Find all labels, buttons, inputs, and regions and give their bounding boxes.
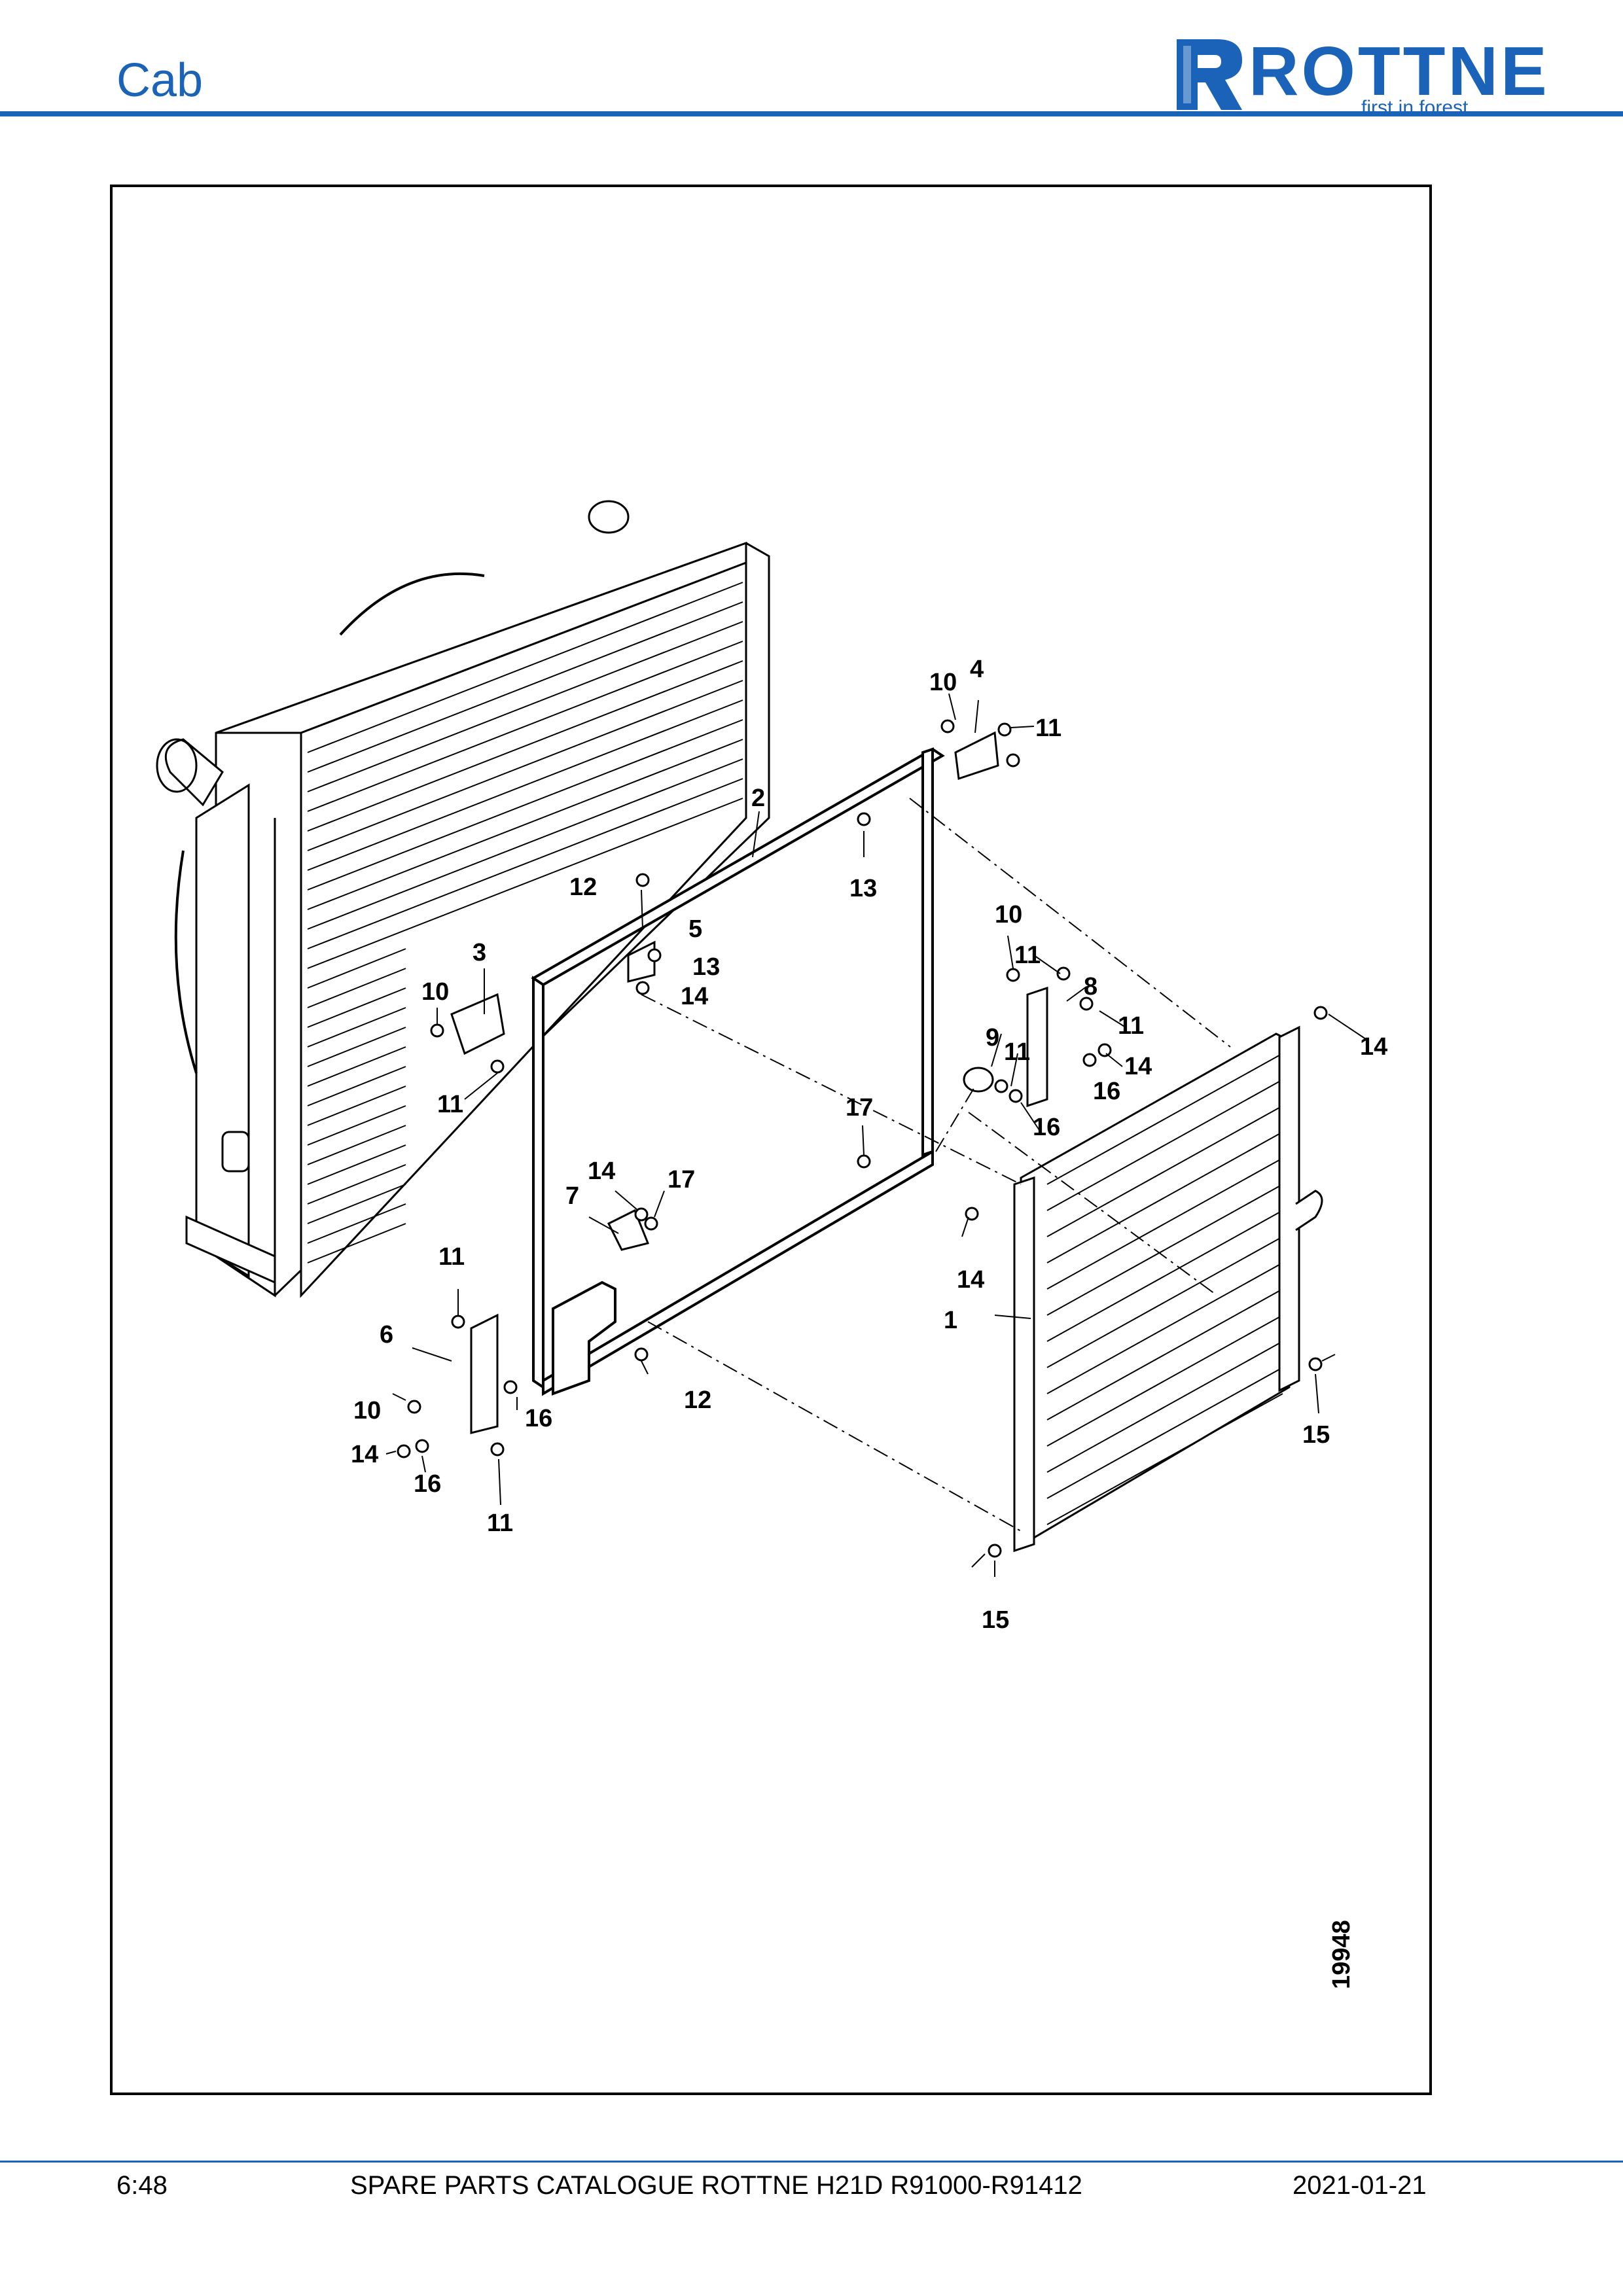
page-title: Cab (116, 54, 204, 107)
alignment-lines (641, 798, 1231, 1532)
callout-11: 11 (1035, 715, 1061, 742)
callout-3: 3 (473, 939, 486, 966)
callout-10: 10 (995, 901, 1022, 928)
callout-6: 6 (380, 1321, 393, 1349)
callout-14: 14 (1124, 1053, 1152, 1080)
callout-11: 11 (437, 1091, 463, 1118)
header-divider (0, 111, 1623, 116)
callout-17: 17 (668, 1166, 695, 1193)
brackets-and-fasteners (397, 719, 1328, 1558)
callout-14: 14 (1360, 1033, 1387, 1061)
callout-15: 15 (1302, 1421, 1330, 1449)
callout-5: 5 (688, 915, 702, 943)
logo-wordmark: ROTTNE (1249, 33, 1550, 110)
callout-16: 16 (414, 1470, 441, 1498)
callout-labels: 10 4 11 2 12 13 10 5 13 14 3 10 11 11 8 … (351, 656, 1387, 1634)
callout-11: 11 (1118, 1012, 1144, 1040)
footer-divider (0, 2161, 1623, 2163)
diagram-frame (110, 185, 1432, 2095)
callout-12: 12 (569, 874, 597, 901)
callout-11: 11 (438, 1243, 465, 1271)
callout-16: 16 (1093, 1078, 1120, 1105)
callout-13: 13 (692, 953, 720, 981)
rottne-r-mark-icon (1177, 39, 1242, 110)
callout-13: 13 (849, 875, 877, 902)
callout-11: 11 (1004, 1038, 1030, 1066)
radiator-fins (307, 582, 743, 1263)
callout-4: 4 (970, 656, 984, 683)
callout-16: 16 (1033, 1114, 1060, 1141)
callout-leader-lines (385, 693, 1368, 1577)
catalogue-date: 2021-01-21 (1293, 2171, 1427, 2200)
callout-10: 10 (353, 1397, 381, 1424)
callout-9: 9 (986, 1024, 999, 1051)
callout-12: 12 (684, 1386, 711, 1414)
condenser-fins (1046, 1053, 1283, 1525)
callout-14: 14 (957, 1266, 984, 1294)
callout-16: 16 (525, 1405, 552, 1432)
callout-7: 7 (565, 1182, 579, 1210)
condenser-part-1 (1013, 1025, 1323, 1553)
catalogue-title: SPARE PARTS CATALOGUE ROTTNE H21D R91000… (350, 2171, 1082, 2200)
mounting-frame-part-2 (531, 747, 945, 1396)
callout-11: 11 (487, 1510, 513, 1537)
radiator-assembly (156, 500, 770, 1298)
callout-1: 1 (944, 1307, 957, 1334)
callout-10: 10 (929, 669, 957, 696)
page-number: 6:48 (116, 2171, 168, 2200)
callout-15: 15 (982, 1606, 1009, 1634)
callout-10: 10 (421, 978, 449, 1006)
callout-11: 11 (1014, 942, 1041, 969)
callout-2: 2 (751, 785, 765, 812)
callout-17: 17 (846, 1094, 873, 1122)
callout-14: 14 (351, 1441, 378, 1468)
callout-14: 14 (588, 1157, 615, 1185)
callout-14: 14 (681, 983, 708, 1010)
callout-8: 8 (1084, 973, 1097, 1000)
drawing-number: 19948 (1328, 1920, 1355, 1989)
